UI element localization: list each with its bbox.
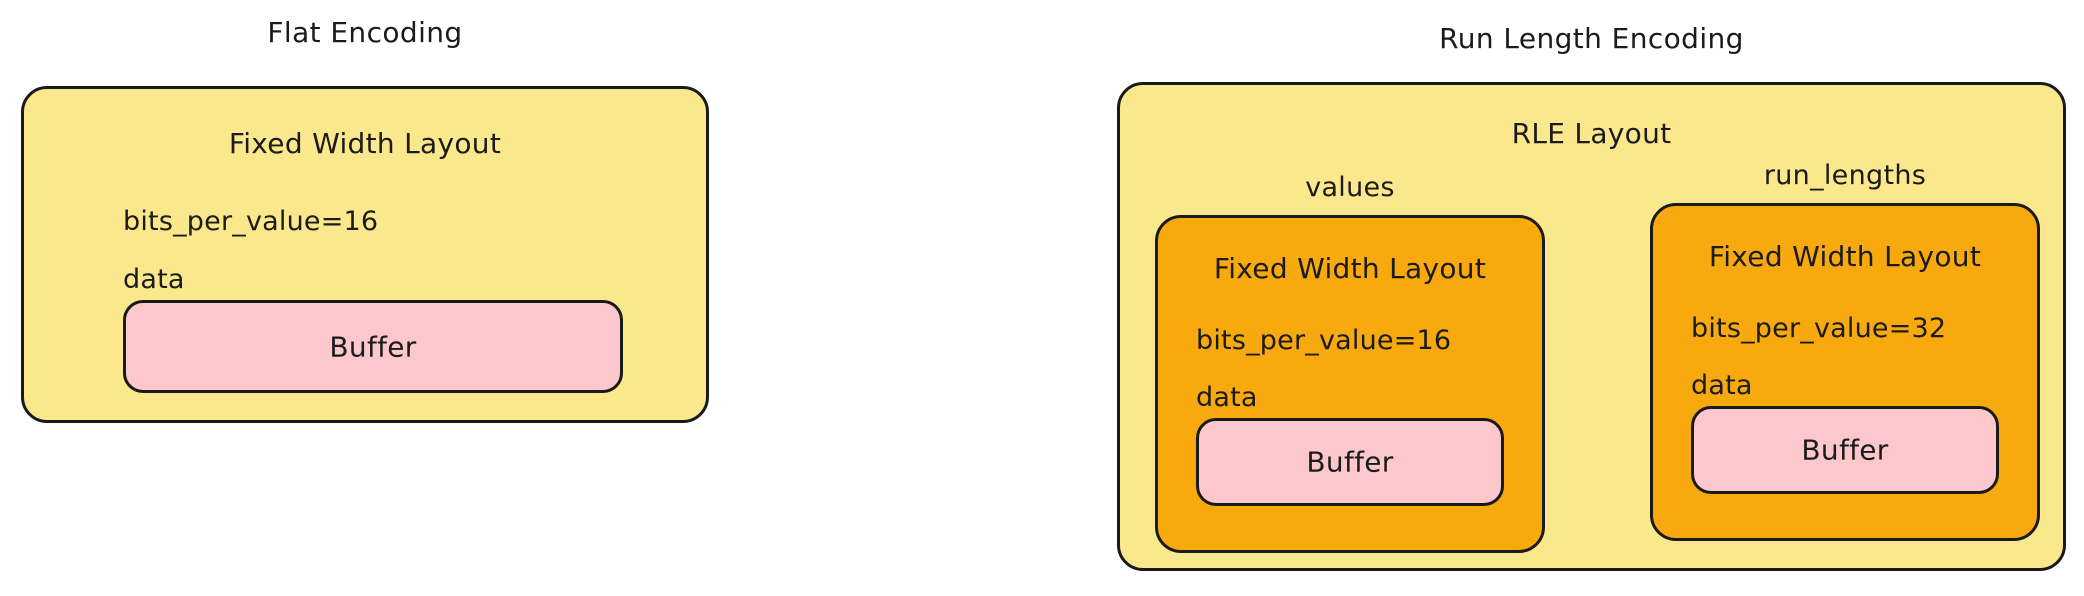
field-run-lengths-data: data	[1691, 370, 1753, 401]
cluster-title-run-length-encoding: Run Length Encoding	[1439, 22, 1744, 55]
node-flat-buffer[interactable]: Buffer	[123, 300, 623, 393]
node-label-flat-buffer: Buffer	[329, 330, 417, 363]
node-label-run-lengths-buffer: Buffer	[1801, 433, 1889, 467]
node-title-rle-layout: RLE Layout	[1511, 117, 1672, 150]
field-flat-bits-per-value: bits_per_value=16	[123, 206, 379, 237]
node-label-values-buffer: Buffer	[1306, 445, 1394, 479]
node-title-flat-fixed-width-layout: Fixed Width Layout	[228, 127, 502, 160]
field-flat-data: data	[123, 264, 185, 295]
field-values-data: data	[1196, 382, 1258, 413]
field-run-lengths-bits-per-value: bits_per_value=32	[1691, 313, 1947, 344]
node-title-run-lengths-fixed-width-layout: Fixed Width Layout	[1708, 240, 1982, 273]
node-values-buffer[interactable]: Buffer	[1196, 418, 1504, 506]
edge-label-run-lengths: run_lengths	[1763, 160, 1927, 191]
cluster-title-flat-encoding: Flat Encoding	[267, 16, 463, 49]
node-title-values-fixed-width-layout: Fixed Width Layout	[1213, 252, 1487, 285]
node-run-lengths-buffer[interactable]: Buffer	[1691, 406, 1999, 494]
edge-label-values: values	[1305, 172, 1395, 203]
field-values-bits-per-value: bits_per_value=16	[1196, 325, 1452, 356]
